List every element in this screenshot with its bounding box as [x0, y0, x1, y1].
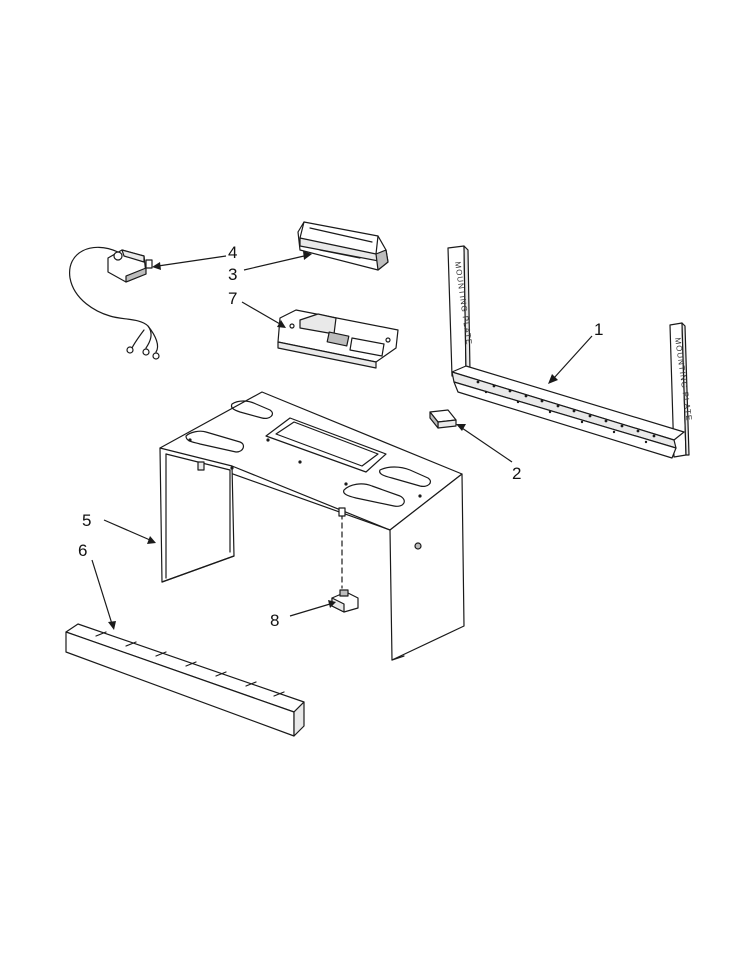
callout-6: 6 — [78, 541, 87, 560]
leader-lines — [91, 251, 593, 630]
part-8-switch — [331, 507, 359, 613]
callout-5: 5 — [82, 511, 91, 530]
part-7-bracket-plate — [277, 309, 399, 369]
part-3-vent-duct — [297, 221, 389, 271]
cabinet-shell — [159, 391, 465, 661]
callout-8: 8 — [270, 611, 279, 630]
part-6-trim-rail — [65, 623, 305, 737]
callout-4: 4 — [228, 243, 237, 262]
callout-1: 1 — [594, 320, 603, 339]
callout-7: 7 — [228, 289, 237, 308]
part-1-mounting-plate: MOUNTING PLATE MOUNTING PLATE — [447, 245, 694, 459]
part-4-power-cord — [69, 246, 160, 360]
part-2-clip — [429, 409, 457, 429]
mounting-plate-holes — [476, 380, 656, 444]
callout-labels: 1 2 3 4 5 6 7 8 — [78, 243, 603, 630]
callout-2: 2 — [512, 464, 521, 483]
callout-3: 3 — [228, 265, 237, 284]
